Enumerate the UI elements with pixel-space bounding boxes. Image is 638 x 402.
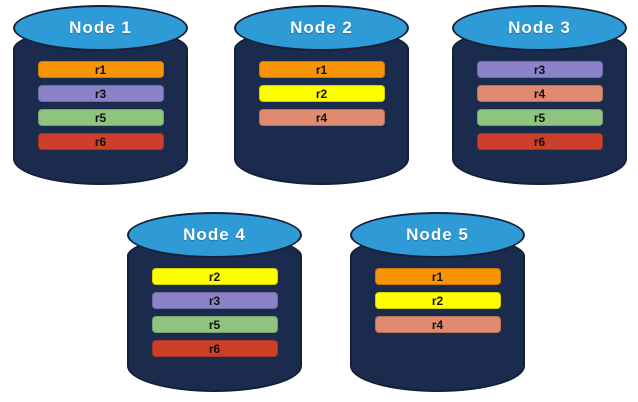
record-bar[interactable]: r1: [374, 268, 501, 285]
record-bar[interactable]: r1: [258, 61, 385, 78]
record-bar[interactable]: r2: [258, 85, 385, 102]
record-label: r4: [431, 317, 444, 332]
record-label: r6: [208, 341, 221, 356]
node-label: Node 3: [508, 18, 571, 37]
record-label: r6: [533, 134, 546, 149]
record-bar[interactable]: r5: [476, 109, 603, 126]
record-list: r3 r4 r5 r6: [452, 61, 627, 150]
record-label: r1: [315, 62, 328, 77]
record-bar[interactable]: r3: [476, 61, 603, 78]
record-label: r1: [431, 269, 444, 284]
database-node-2[interactable]: r1 r2 r4 Node 2: [234, 5, 409, 185]
record-list: r2 r3 r5 r6: [127, 268, 302, 357]
record-bar[interactable]: r4: [258, 109, 385, 126]
cylinder-top-ellipse: Node 3: [452, 5, 627, 51]
record-bar[interactable]: r5: [37, 109, 164, 126]
record-label: r3: [533, 62, 546, 77]
record-label: r6: [94, 134, 107, 149]
record-bar[interactable]: r3: [37, 85, 164, 102]
record-bar[interactable]: r6: [151, 340, 278, 357]
record-label: r4: [315, 110, 328, 125]
record-list: r1 r2 r4: [350, 268, 525, 333]
record-label: r5: [94, 110, 107, 125]
record-label: r2: [315, 86, 328, 101]
node-label: Node 2: [290, 18, 353, 37]
record-bar[interactable]: r1: [37, 61, 164, 78]
record-label: r5: [533, 110, 546, 125]
node-label: Node 4: [183, 225, 246, 244]
database-node-3[interactable]: r3 r4 r5 r6 Node 3: [452, 5, 627, 185]
cylinder-top-ellipse: Node 4: [127, 212, 302, 258]
record-label: r5: [208, 317, 221, 332]
cylinder-top-ellipse: Node 2: [234, 5, 409, 51]
node-label: Node 1: [69, 18, 132, 37]
database-cylinder-icon: r1 r2 r4 Node 5: [350, 212, 525, 392]
cylinder-top-ellipse: Node 5: [350, 212, 525, 258]
cylinder-body: [127, 234, 302, 392]
cylinder-body: [234, 27, 409, 185]
database-cylinder-icon: r3 r4 r5 r6 Node 3: [452, 5, 627, 185]
cylinder-body: [452, 27, 627, 185]
record-label: r3: [208, 293, 221, 308]
record-bar[interactable]: r3: [151, 292, 278, 309]
record-bar[interactable]: r2: [151, 268, 278, 285]
record-bar[interactable]: r4: [374, 316, 501, 333]
cylinder-body: [350, 234, 525, 392]
database-node-4[interactable]: r2 r3 r5 r6 Node 4: [127, 212, 302, 392]
record-bar[interactable]: r5: [151, 316, 278, 333]
database-cylinder-icon: r1 r3 r5 r6 Node 1: [13, 5, 188, 185]
node-label: Node 5: [406, 225, 469, 244]
database-node-5[interactable]: r1 r2 r4 Node 5: [350, 212, 525, 392]
record-label: r1: [94, 62, 107, 77]
record-bar[interactable]: r6: [476, 133, 603, 150]
record-label: r3: [94, 86, 107, 101]
record-label: r2: [208, 269, 221, 284]
database-node-1[interactable]: r1 r3 r5 r6 Node 1: [13, 5, 188, 185]
record-label: r2: [431, 293, 444, 308]
database-cylinder-icon: r2 r3 r5 r6 Node 4: [127, 212, 302, 392]
record-list: r1 r3 r5 r6: [13, 61, 188, 150]
record-bar[interactable]: r4: [476, 85, 603, 102]
record-list: r1 r2 r4: [234, 61, 409, 126]
record-label: r4: [533, 86, 546, 101]
cylinder-top-ellipse: Node 1: [13, 5, 188, 51]
record-bar[interactable]: r2: [374, 292, 501, 309]
database-cylinder-icon: r1 r2 r4 Node 2: [234, 5, 409, 185]
record-bar[interactable]: r6: [37, 133, 164, 150]
